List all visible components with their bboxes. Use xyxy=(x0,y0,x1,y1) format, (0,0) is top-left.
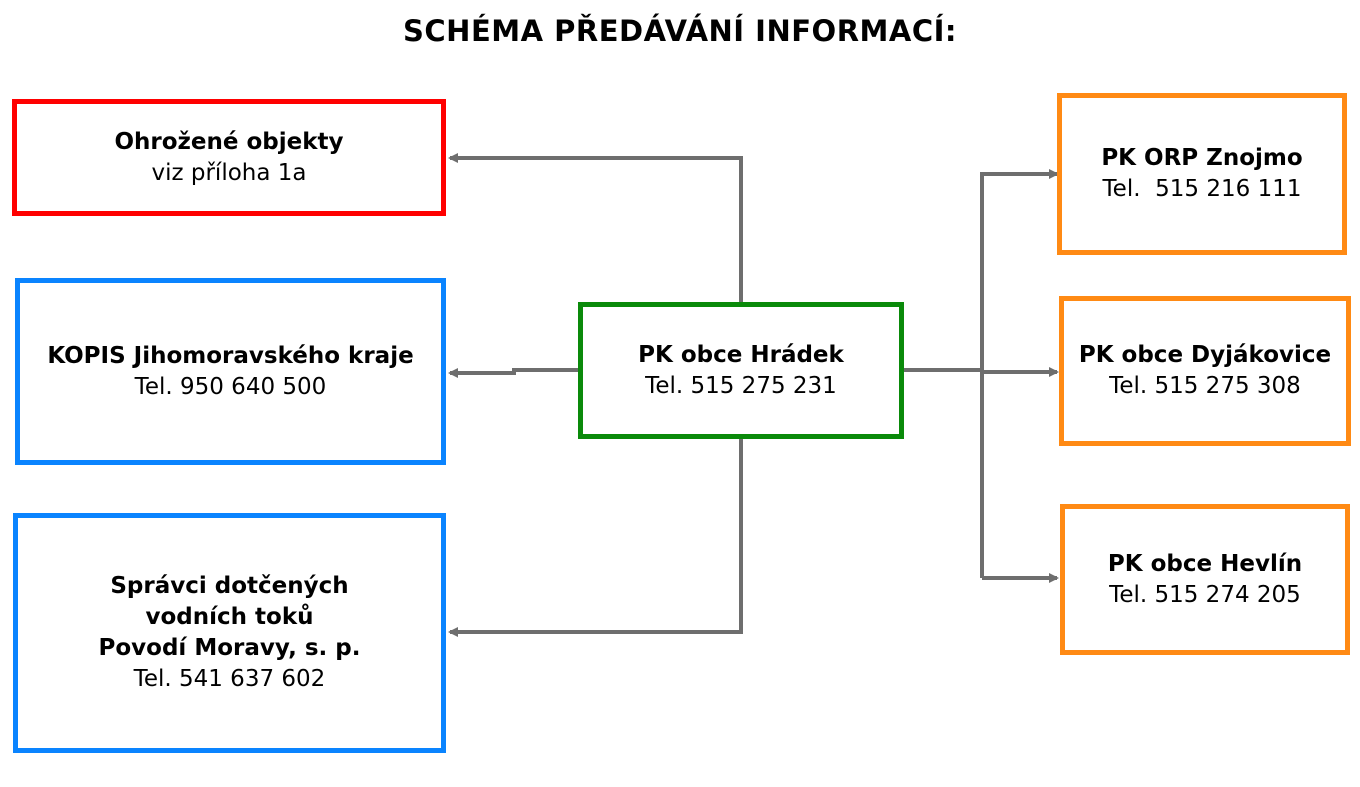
box-povodi-line-2: vodních toků xyxy=(145,604,314,630)
box-kopis-tel: Tel. 950 640 500 xyxy=(134,373,327,400)
box-povodi-tel: Tel. 541 637 602 xyxy=(133,666,326,692)
box-hradek-tel: Tel. 515 275 231 xyxy=(645,372,837,399)
box-pk-dyjakovice: PK obce Dyjákovice Tel. 515 275 308 xyxy=(1059,296,1351,446)
box-znojmo-name: PK ORP Znojmo xyxy=(1101,145,1303,171)
connector-to-ohrozene xyxy=(448,153,743,304)
connector-to-znojmo xyxy=(980,169,1059,578)
box-ohrozene-detail: viz příloha 1a xyxy=(151,159,307,186)
box-hradek-name: PK obce Hrádek xyxy=(638,341,844,368)
box-povodi-line-1: Správci dotčených xyxy=(110,573,349,599)
box-pk-hradek: PK obce Hrádek Tel. 515 275 231 xyxy=(578,302,904,439)
box-dyjakovice-tel: Tel. 515 275 308 xyxy=(1109,373,1301,399)
box-ohrozene-name: Ohrožené objekty xyxy=(114,128,344,155)
box-pk-hevlin: PK obce Hevlín Tel. 515 274 205 xyxy=(1060,504,1350,655)
box-ohrozene-objekty: Ohrožené objekty viz příloha 1a xyxy=(12,99,446,216)
box-dyjakovice-name: PK obce Dyjákovice xyxy=(1078,342,1332,368)
connector-to-kopis xyxy=(448,368,580,378)
connector-to-povodi xyxy=(448,436,743,637)
box-pk-znojmo: PK ORP Znojmo Tel. 515 216 111 xyxy=(1057,93,1347,255)
box-hevlin-tel: Tel. 515 274 205 xyxy=(1109,581,1301,608)
box-povodi: Správci dotčených vodních toků Povodí Mo… xyxy=(13,513,446,753)
box-hevlin-name: PK obce Hevlín xyxy=(1107,550,1303,577)
diagram-title: SCHÉMA PŘEDÁVÁNÍ INFORMACÍ: xyxy=(403,14,957,48)
box-kopis: KOPIS Jihomoravského kraje Tel. 950 640 … xyxy=(15,278,446,465)
box-kopis-name: KOPIS Jihomoravského kraje xyxy=(47,342,414,369)
box-znojmo-tel: Tel. 515 216 111 xyxy=(1102,176,1302,202)
box-povodi-line-3: Povodí Moravy, s. p. xyxy=(98,635,361,661)
